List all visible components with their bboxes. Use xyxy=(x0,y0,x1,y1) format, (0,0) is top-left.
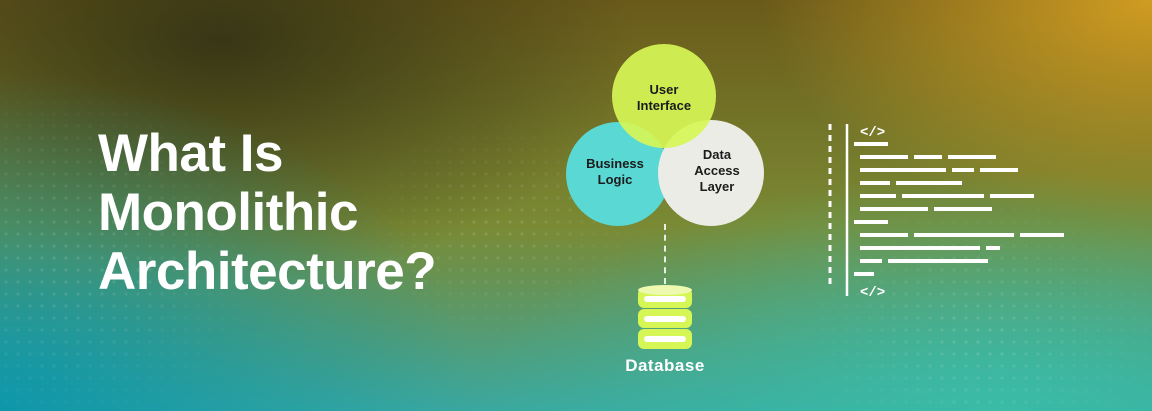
code-lines xyxy=(854,142,1064,276)
business-logic-label: Business Logic xyxy=(586,156,644,187)
code-open-tag-icon: </> xyxy=(860,125,885,141)
user-interface-circle: User Interface xyxy=(612,44,716,148)
data-access-layer-label: Data Access Layer xyxy=(694,147,740,194)
title-line-2: Monolithic xyxy=(98,183,358,242)
database-connector-line xyxy=(664,224,666,284)
code-illustration: </> </> xyxy=(828,124,1064,300)
user-interface-label: User Interface xyxy=(636,82,692,113)
database-icon xyxy=(638,285,692,349)
database-label: Database xyxy=(625,356,705,375)
title-line-3: Architecture? xyxy=(98,242,437,301)
code-close-tag-icon: </> xyxy=(860,285,885,300)
title-line-1: What Is xyxy=(98,124,283,183)
page-title: What Is Monolithic Architecture? xyxy=(98,124,437,301)
